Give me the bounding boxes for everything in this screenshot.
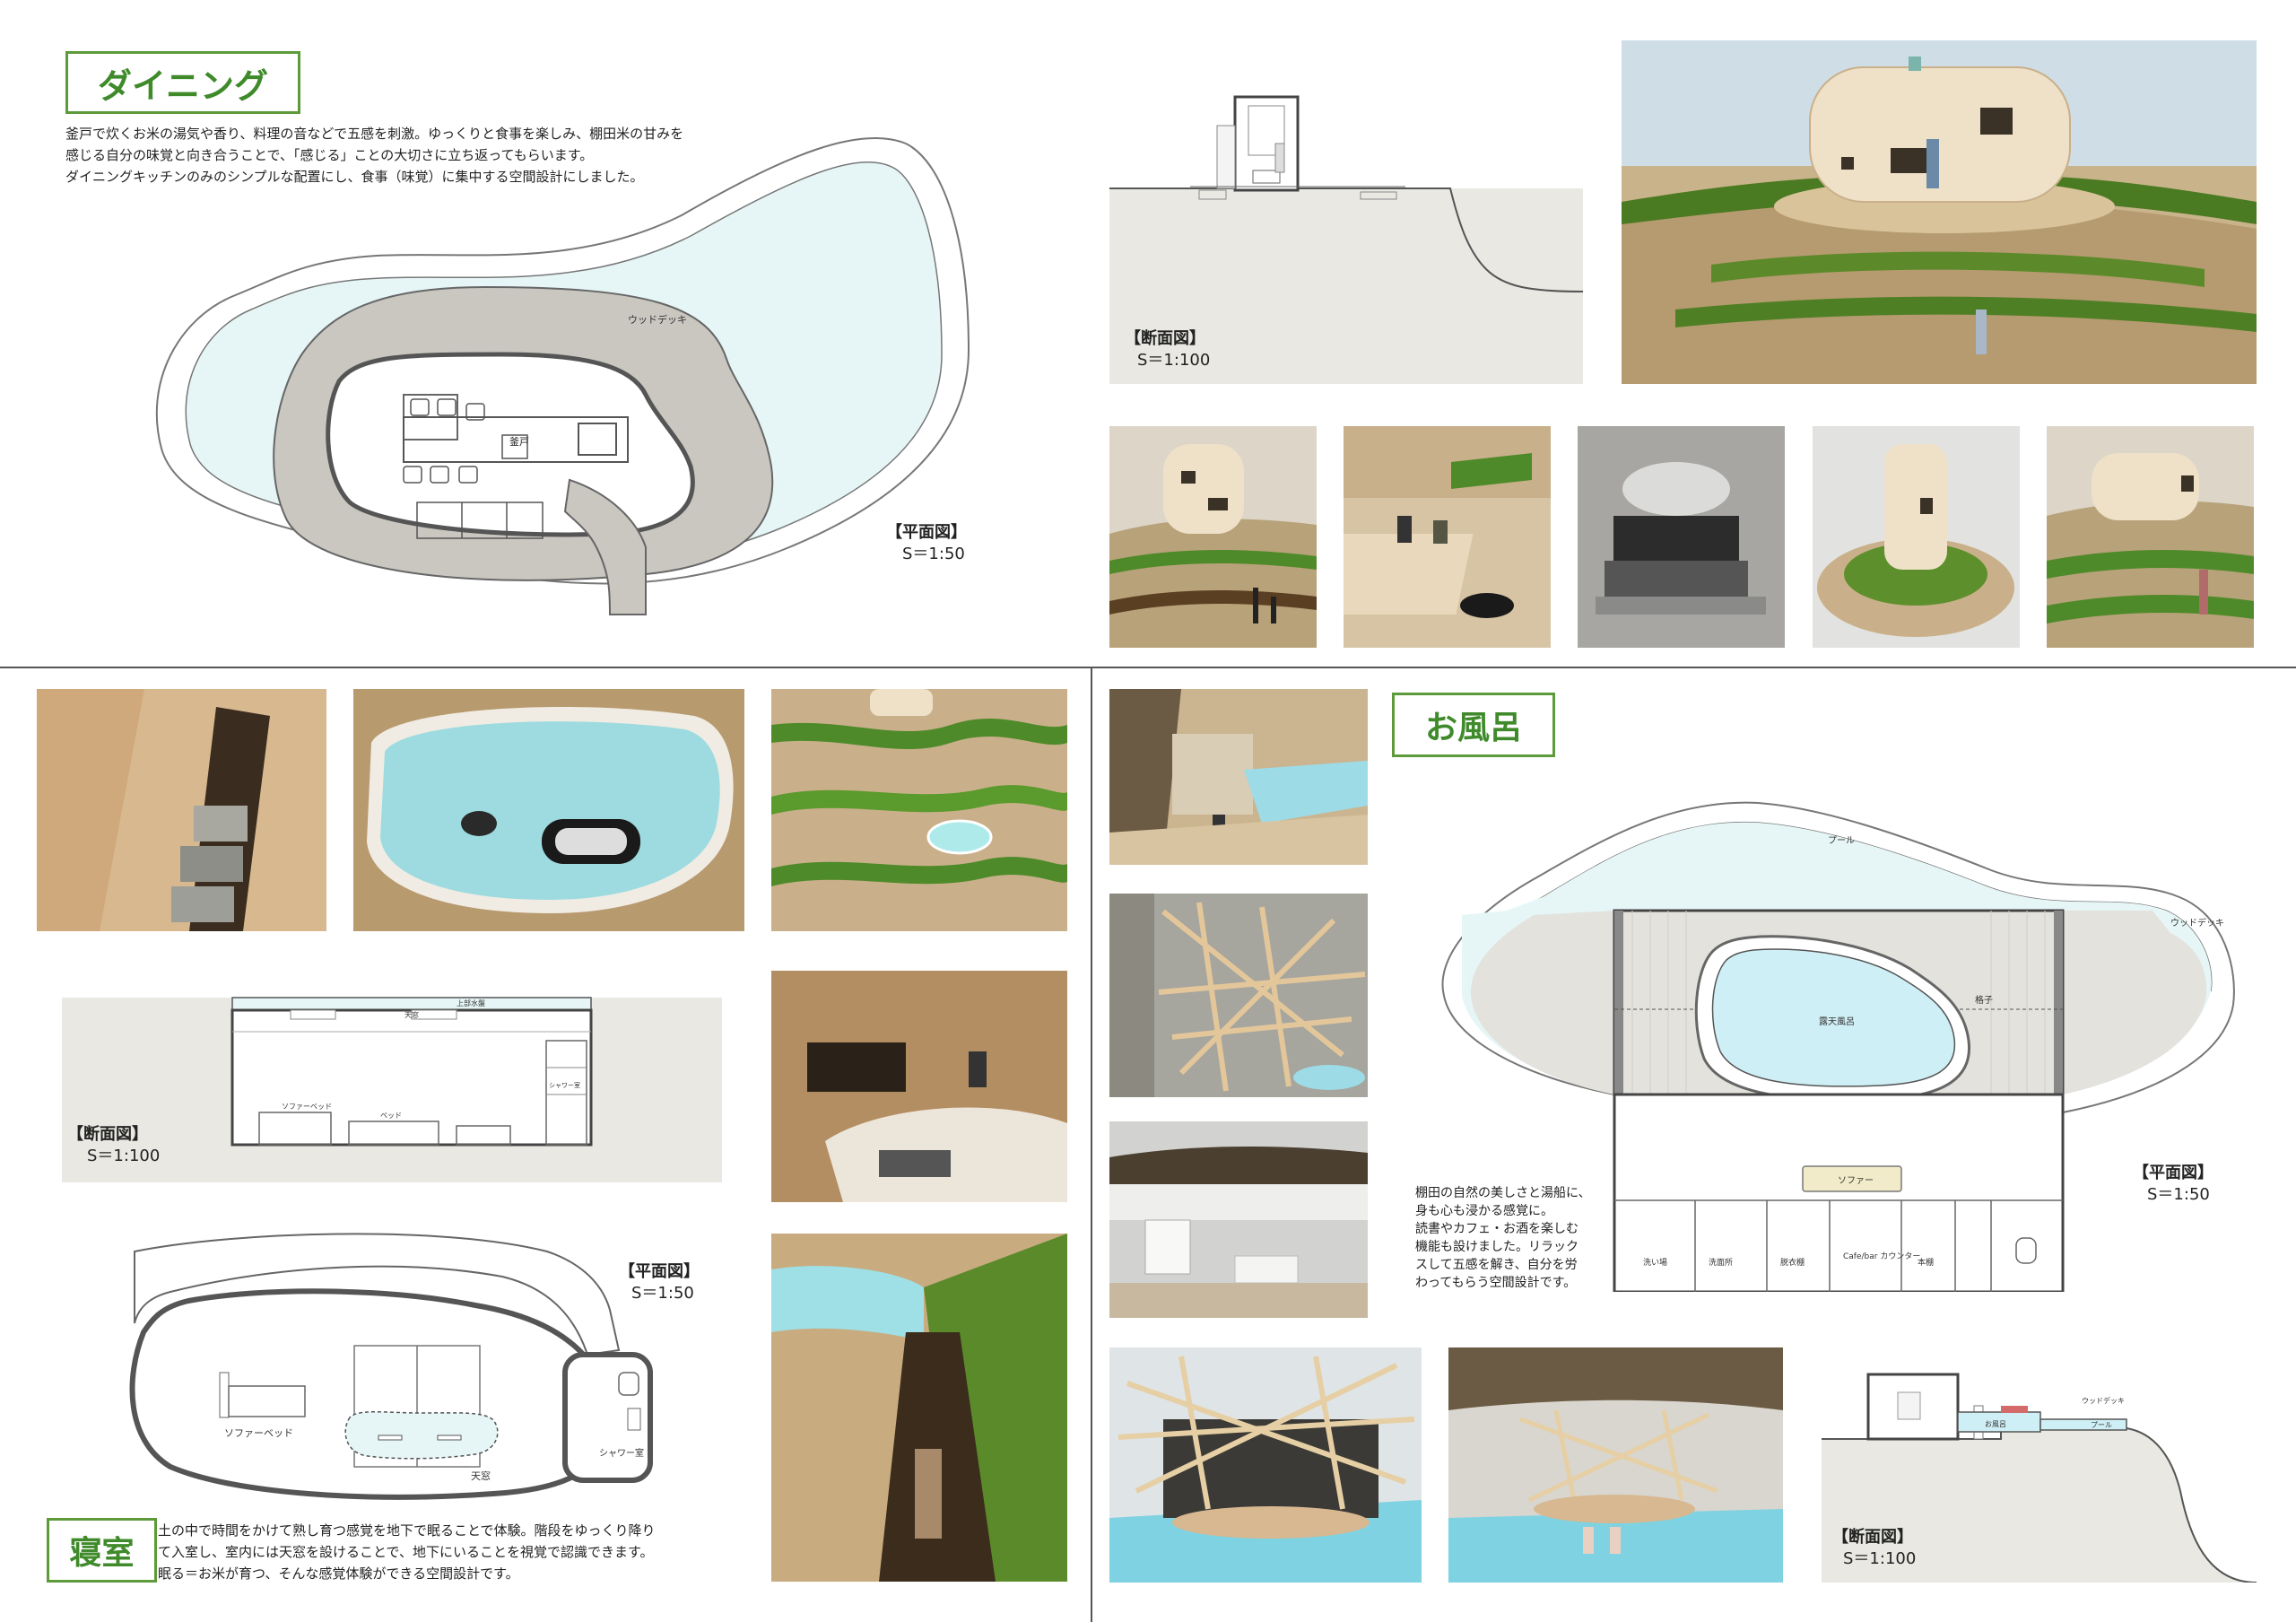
dining-plan-drawing: ウッドデッキ 釜戸	[155, 137, 970, 615]
bedroom-photo-interior	[771, 971, 1067, 1202]
bath-section-caption: 【断面図】 S＝1:100	[1832, 1528, 1917, 1568]
bedroom-sec-roof-label: 上部水盤	[457, 998, 485, 1007]
bedroom-shower-label: シャワー室	[599, 1447, 644, 1459]
bedroom-sec-shower-label: シャワー室	[549, 1081, 580, 1089]
dining-section-drawing	[1109, 95, 1583, 296]
bath-photo-lattice-1	[1109, 1347, 1422, 1583]
bath-sec-pool-label: プール	[2091, 1421, 2112, 1429]
bath-laundry-label: 洗面所	[1709, 1257, 1733, 1268]
dining-description: 釜戸で炊くお米の湯気や香り、料理の音などで五感を刺激。ゆっくりと食事を楽しみ、棚…	[65, 126, 684, 185]
bath-rotenburo-label: 露天風呂	[1819, 1016, 1855, 1027]
dining-title: ダイニング	[65, 51, 300, 114]
dining-model-photo-main	[1622, 40, 2257, 384]
bath-description: 棚田の自然の美しさと湯船に、 身も心も浸かる感覚に。 読書やカフェ・お酒を楽しむ…	[1415, 1186, 1591, 1290]
bath-sofa-label: ソファー	[1838, 1176, 1874, 1186]
vertical-divider	[1091, 667, 1092, 1622]
bath-sec-deck-label: ウッドデッキ	[2082, 1396, 2125, 1405]
bedroom-photo-stairway	[771, 1234, 1067, 1582]
bedroom-title: 寝室	[47, 1518, 157, 1583]
bedroom-photo-stairs	[37, 689, 326, 931]
dining-wooddeck-label: ウッドデッキ	[628, 313, 687, 326]
bath-changing-label: 脱衣棚	[1780, 1257, 1805, 1268]
dining-model-photo-4	[1813, 426, 2020, 648]
dining-kamado-label: 釜戸	[509, 435, 529, 448]
bedroom-plan-drawing: ソファーベッド 天窓 シャワー室	[129, 1233, 653, 1500]
bedroom-sec-skylight-label: 天窓	[404, 1010, 419, 1019]
bath-title: お風呂	[1392, 693, 1555, 757]
bath-photo-3	[1109, 1121, 1368, 1318]
bedroom-description: 土の中で時間をかけて熟し育つ感覚を地下で眠ることで体験。階段をゆっくり降り て入…	[158, 1522, 656, 1582]
dining-model-photo-2	[1344, 426, 1551, 648]
bath-pool-label: プール	[1828, 835, 1855, 846]
bedroom-section-caption: 【断面図】 S＝1:100	[67, 1125, 161, 1165]
dining-plan-caption: 【平面図】 S＝1:50	[886, 523, 967, 563]
bath-photo-2	[1109, 894, 1368, 1097]
bath-cafe-label: Cafe/bar カウンター	[1843, 1251, 1920, 1261]
bedroom-sec-sofabed-label: ソファーベッド	[282, 1103, 332, 1111]
bedroom-skylight-label: 天窓	[471, 1469, 491, 1482]
bath-photo-lattice-2	[1448, 1347, 1783, 1583]
bath-photo-1	[1109, 689, 1368, 865]
dining-model-photo-3	[1578, 426, 1785, 648]
dining-model-photo-1	[1109, 426, 1317, 648]
bath-bookshelf-label: 本棚	[1918, 1257, 1934, 1268]
bath-lattice-label: 格子	[1975, 994, 1993, 1006]
bedroom-sofabed-label: ソファーベッド	[224, 1427, 293, 1439]
bedroom-sec-bed-label: ベッド	[380, 1112, 402, 1120]
bedroom-photo-skylight	[353, 689, 744, 931]
bedroom-section-drawing: ソファーベッド ベッド 天窓 上部水盤 シャワー室	[230, 997, 593, 1147]
bath-washroom-label: 洗い場	[1643, 1257, 1667, 1268]
dining-model-photo-5	[2047, 426, 2254, 648]
bath-section-drawing: お風呂 プール ウッドデッキ	[1822, 1356, 2257, 1583]
bedroom-plan-caption: 【平面図】 S＝1:50	[619, 1262, 700, 1303]
bath-sec-bath-label: お風呂	[1985, 1420, 2006, 1428]
bath-wooddeck-label: ウッドデッキ	[2170, 917, 2224, 929]
bedroom-photo-terraces	[771, 689, 1067, 931]
dining-section-caption: 【断面図】 S＝1:100	[1125, 329, 1211, 370]
horizontal-divider	[0, 667, 2296, 668]
bath-plan-drawing: プール ウッドデッキ 格子 露天風呂 ソファー 洗い場 洗面所 脱衣棚 Cafe…	[1441, 801, 2235, 1292]
bath-plan-caption: 【平面図】 S＝1:50	[2133, 1164, 2213, 1204]
